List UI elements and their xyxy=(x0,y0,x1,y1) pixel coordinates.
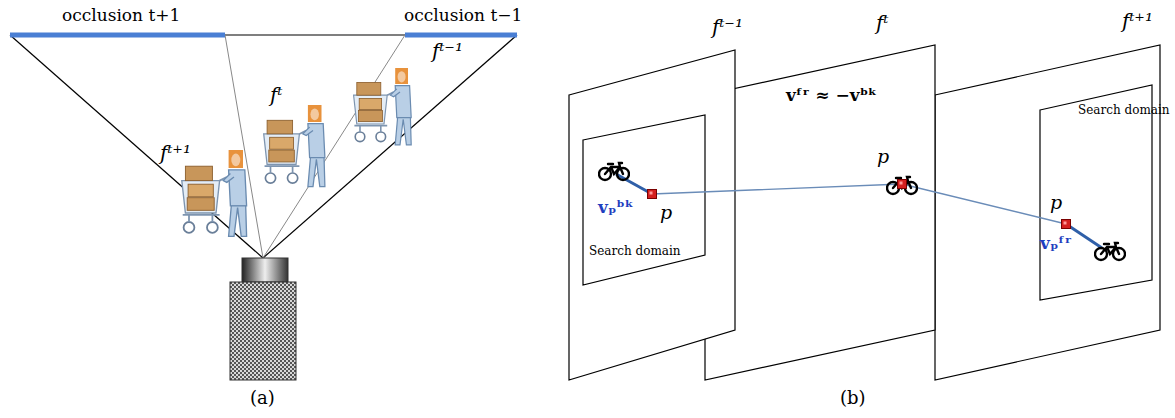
field-of-view xyxy=(10,35,517,258)
node-text: p xyxy=(877,146,889,167)
node-text: p xyxy=(1050,192,1062,213)
label: (a) xyxy=(250,388,275,408)
node-text: p xyxy=(660,202,672,223)
label: fᵗ⁻¹ xyxy=(432,40,463,62)
frame: fᵗ⁻¹vₚᵇᵏpSearch domain xyxy=(569,50,735,380)
label: fᵗ xyxy=(270,84,282,106)
frame-outline xyxy=(569,50,735,380)
person-with-cart xyxy=(182,68,411,236)
frame: fᵗvᶠʳ ≈ −vᵇᵏp xyxy=(705,45,935,380)
frame-outline xyxy=(935,45,1160,380)
node-text: fᵗ xyxy=(876,12,888,34)
node-text: vᶠʳ ≈ −vᵇᵏ xyxy=(786,86,877,105)
node-text: Search domain xyxy=(1078,104,1169,117)
search-domain: Search domainpvₚᶠʳ xyxy=(1040,85,1152,300)
label: fᵗ⁺¹ xyxy=(160,142,191,164)
frame: fᵗ⁺¹Search domainpvₚᶠʳ xyxy=(935,45,1160,380)
node-text: fᵗ⁺¹ xyxy=(1122,10,1153,32)
label: occlusion t+1 xyxy=(62,6,180,25)
node-text: Search domain xyxy=(589,245,680,258)
node-text: vₚᶠʳ xyxy=(1040,234,1072,253)
label: (b) xyxy=(840,388,866,408)
camera xyxy=(230,258,296,380)
node-text: vₚᵇᵏ xyxy=(598,198,634,217)
label: occlusion t−1 xyxy=(404,6,522,25)
search-domain: vₚᵇᵏ pSearch domain xyxy=(583,115,705,285)
node-text: fᵗ⁻¹ xyxy=(712,16,743,38)
